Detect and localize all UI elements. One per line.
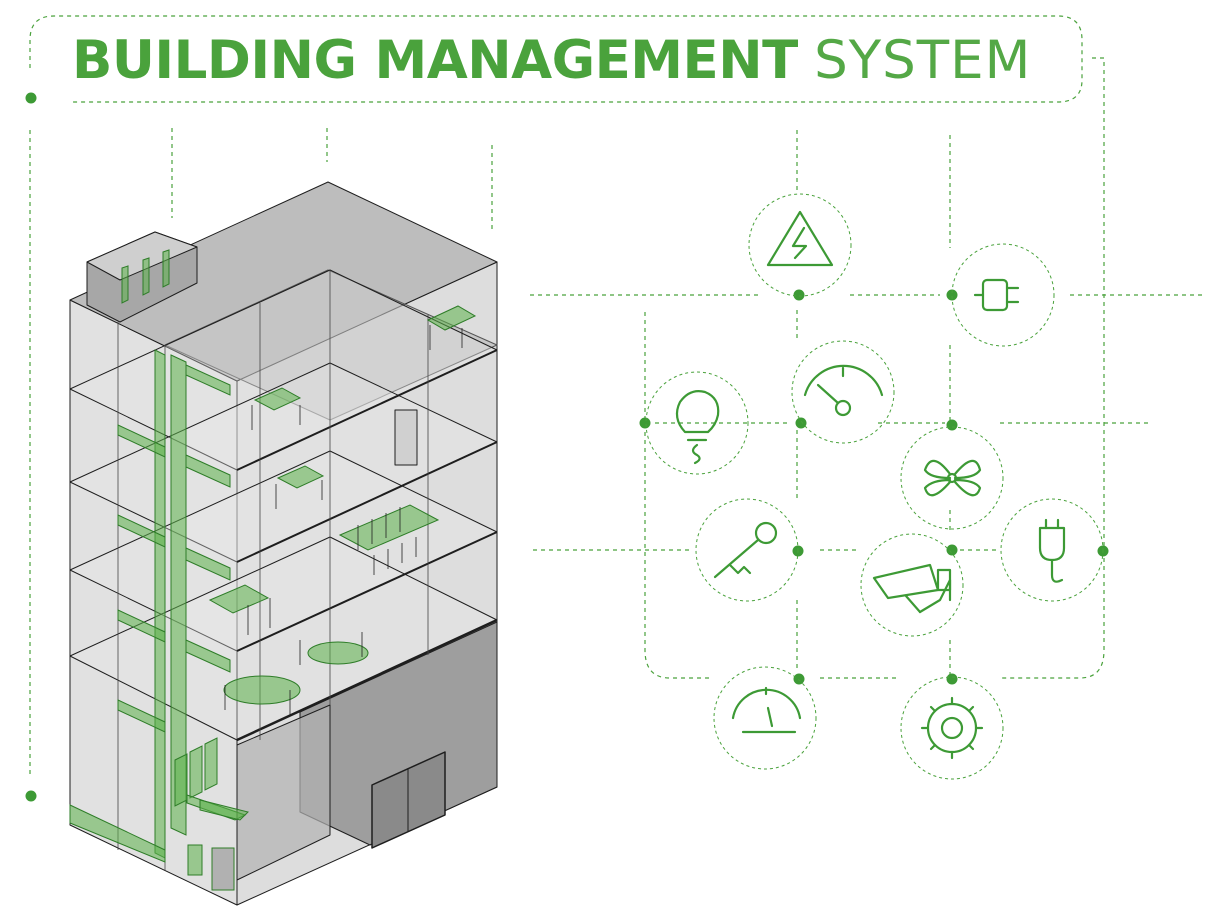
speedometer-icon — [803, 364, 884, 417]
key-icon — [713, 521, 778, 579]
connector-lines — [29, 15, 1205, 775]
building-ducts — [69, 249, 477, 891]
power-plug-icon — [1038, 518, 1066, 583]
icon-circles — [645, 193, 1104, 780]
plug-icon — [973, 278, 1020, 312]
light-bulb-icon — [675, 390, 720, 465]
title-light: SYSTEM — [814, 30, 1032, 91]
fan-icon — [923, 459, 982, 497]
security-camera-icon — [872, 563, 952, 614]
building-illustration — [69, 181, 498, 906]
connection-dots — [25, 92, 1109, 802]
furniture-outlines — [224, 325, 463, 715]
gauge-icon — [731, 686, 802, 734]
page-title: BUILDING MANAGEMENT SYSTEM — [72, 26, 1031, 96]
gear-icon — [920, 696, 984, 760]
power-warning-icon — [766, 210, 834, 267]
title-bold: BUILDING MANAGEMENT — [72, 30, 798, 91]
